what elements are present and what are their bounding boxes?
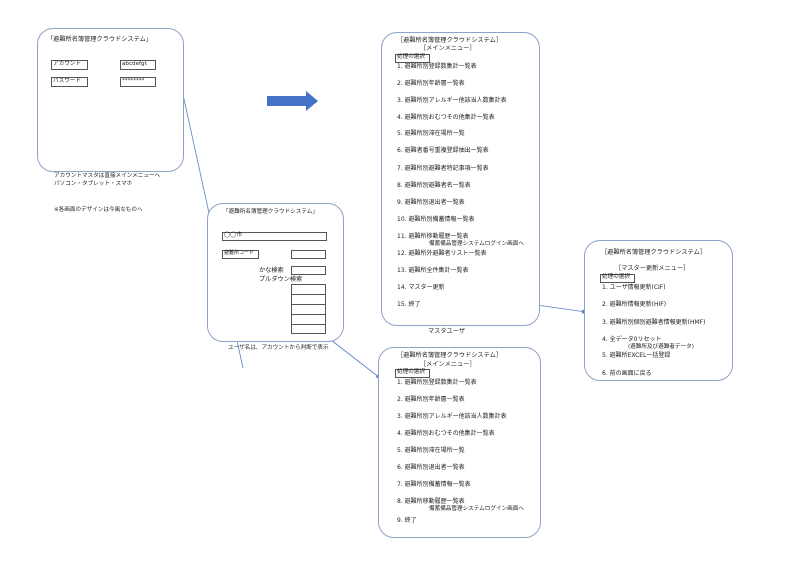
master-update-item-3[interactable]: 3. 避難所別個別避難者情報更新(HMF) — [602, 319, 706, 326]
master-update-select-label: 処理の選択 — [602, 274, 630, 280]
master-menu-item-4[interactable]: 4. 避難所別おむつその他集計一覧表 — [397, 114, 495, 121]
master-update-select-label-box — [600, 274, 635, 283]
main-menu-master-subtitle: ［メインメニュー］ — [420, 45, 476, 52]
master-update-item-6[interactable]: 6. 前の画面に戻る — [602, 370, 652, 377]
master-menu-item-2[interactable]: 2. 避難所別年齢層一覧表 — [397, 80, 465, 87]
master-menu-item-15[interactable]: 15. 終了 — [397, 301, 421, 308]
user-menu-item-3[interactable]: 3. 避難所別アレルギー他該当人数集計表 — [397, 413, 507, 420]
master-update-menu-panel — [584, 240, 733, 381]
user-menu-item-7[interactable]: 7. 避難所別備蓄情報一覧表 — [397, 481, 471, 488]
master-update-menu-title: ［避難所名簿管理クラウドシステム］ — [601, 249, 707, 256]
master-menu-item-10[interactable]: 10. 避難所別備蓄情報一覧表 — [397, 216, 475, 223]
master-menu-item-11[interactable]: 11. 避難所移動履歴一覧表 — [397, 233, 469, 240]
user-menu-item-9[interactable]: 9. 終了 — [397, 517, 417, 524]
master-update-menu-subtitle: ［マスター更新メニュー］ — [615, 265, 690, 272]
user-menu-item-8[interactable]: 8. 避難所移動履歴一覧表 — [397, 498, 465, 505]
user-menu-item-2[interactable]: 2. 避難所別年齢層一覧表 — [397, 396, 465, 403]
master-select-label: 処理の選択 — [397, 54, 425, 60]
pulldown-list[interactable] — [291, 284, 326, 334]
user-menu-item-4[interactable]: 4. 避難所別おむつその他集計一覧表 — [397, 430, 495, 437]
city-field[interactable] — [222, 232, 327, 241]
master-menu-item-13[interactable]: 13. 避難所全件集計一覧表 — [397, 267, 469, 274]
note-design: ※各画面のデザインは今風なものへ — [54, 207, 143, 213]
master-update-item-5[interactable]: 5. 避難所EXCEL一括登録 — [602, 352, 671, 359]
shelter-code-label-box — [222, 250, 259, 259]
note-master-direct: アカウントマスタは直接メインメニューへ — [54, 173, 161, 179]
user-menu-item-8-sub: 備蓄備品管理システムログイン画面へ — [429, 506, 524, 512]
kana-search-input[interactable] — [291, 266, 326, 275]
master-menu-item-12[interactable]: 12. 避難所外避難者リスト一覧表 — [397, 250, 487, 257]
user-select-label-box — [395, 369, 430, 378]
account-label-box — [51, 60, 88, 70]
user-menu-item-6[interactable]: 6. 避難所別退出者一覧表 — [397, 464, 465, 471]
main-menu-master-panel — [381, 32, 540, 326]
user-menu-item-1[interactable]: 1. 避難所別登録数集計一覧表 — [397, 379, 477, 386]
main-menu-user-subtitle: ［メインメニュー］ — [420, 361, 476, 368]
master-menu-item-8[interactable]: 8. 避難所別避難者名一覧表 — [397, 182, 471, 189]
shelter-select-title: 「避難所名簿管理クラウドシステム」 — [223, 209, 318, 215]
city-field-value: ◯◯市 — [224, 232, 243, 238]
master-update-item-1[interactable]: 1. ユーザ情報更新(CIF) — [602, 284, 666, 291]
master-menu-item-3[interactable]: 3. 避難所別アレルギー他該当人数集計表 — [397, 97, 507, 104]
account-input-value: abcdefgt — [122, 61, 147, 67]
master-user-caption: マスタユーザ — [428, 328, 466, 335]
master-menu-item-7[interactable]: 7. 避難所別避難者特記事項一覧表 — [397, 165, 489, 172]
big-right-arrow-icon — [267, 91, 318, 111]
note-devices: パソコン・タブレット・スマホ — [54, 181, 133, 187]
user-select-label: 処理の選択 — [397, 369, 425, 375]
password-label-box — [51, 77, 88, 87]
note-user-name: ユーザ名は、アカウントから判断で表示 — [228, 345, 329, 351]
master-menu-item-1[interactable]: 1. 避難所別登録数集計一覧表 — [397, 63, 477, 70]
master-menu-item-14[interactable]: 14. マスター更新 — [397, 284, 445, 291]
main-menu-user-title: ［避難所名簿管理クラウドシステム］ — [397, 352, 503, 359]
kana-search-label: かな検索 — [259, 267, 284, 274]
login-screen-title: 「避難所名簿管理クラウドシステム」 — [47, 36, 153, 43]
master-menu-item-5[interactable]: 5. 避難所別滞在場所一覧 — [397, 130, 465, 137]
account-label: アカウント — [53, 61, 81, 67]
master-menu-item-9[interactable]: 9. 避難所別退出者一覧表 — [397, 199, 465, 206]
main-menu-master-title: ［避難所名簿管理クラウドシステム］ — [397, 37, 503, 44]
shelter-code-input[interactable] — [291, 250, 326, 259]
master-update-item-4[interactable]: 4. 全データ0リセット — [602, 336, 662, 343]
password-label: パスワード — [53, 78, 81, 84]
shelter-code-label: 避難所コード — [224, 250, 255, 256]
login-screen-panel — [37, 28, 184, 172]
master-menu-item-6[interactable]: 6. 避難者番号重複登録抽出一覧表 — [397, 147, 489, 154]
master-update-item-2[interactable]: 2. 避難所情報更新(HIF) — [602, 301, 667, 308]
master-update-item-4-sub: (避難所及び避難者データ) — [628, 344, 694, 350]
user-menu-item-5[interactable]: 5. 避難所別滞在場所一覧 — [397, 447, 465, 454]
account-input[interactable] — [120, 60, 156, 70]
master-select-label-box — [395, 54, 430, 63]
password-input[interactable] — [120, 77, 156, 87]
pulldown-row[interactable] — [291, 324, 326, 334]
master-menu-item-11-sub: 備蓄備品管理システムログイン画面へ — [429, 241, 524, 247]
main-menu-user-panel — [378, 347, 541, 538]
password-input-value: ******** — [122, 78, 145, 84]
pulldown-search-label: プルダウン検索 — [259, 276, 303, 283]
